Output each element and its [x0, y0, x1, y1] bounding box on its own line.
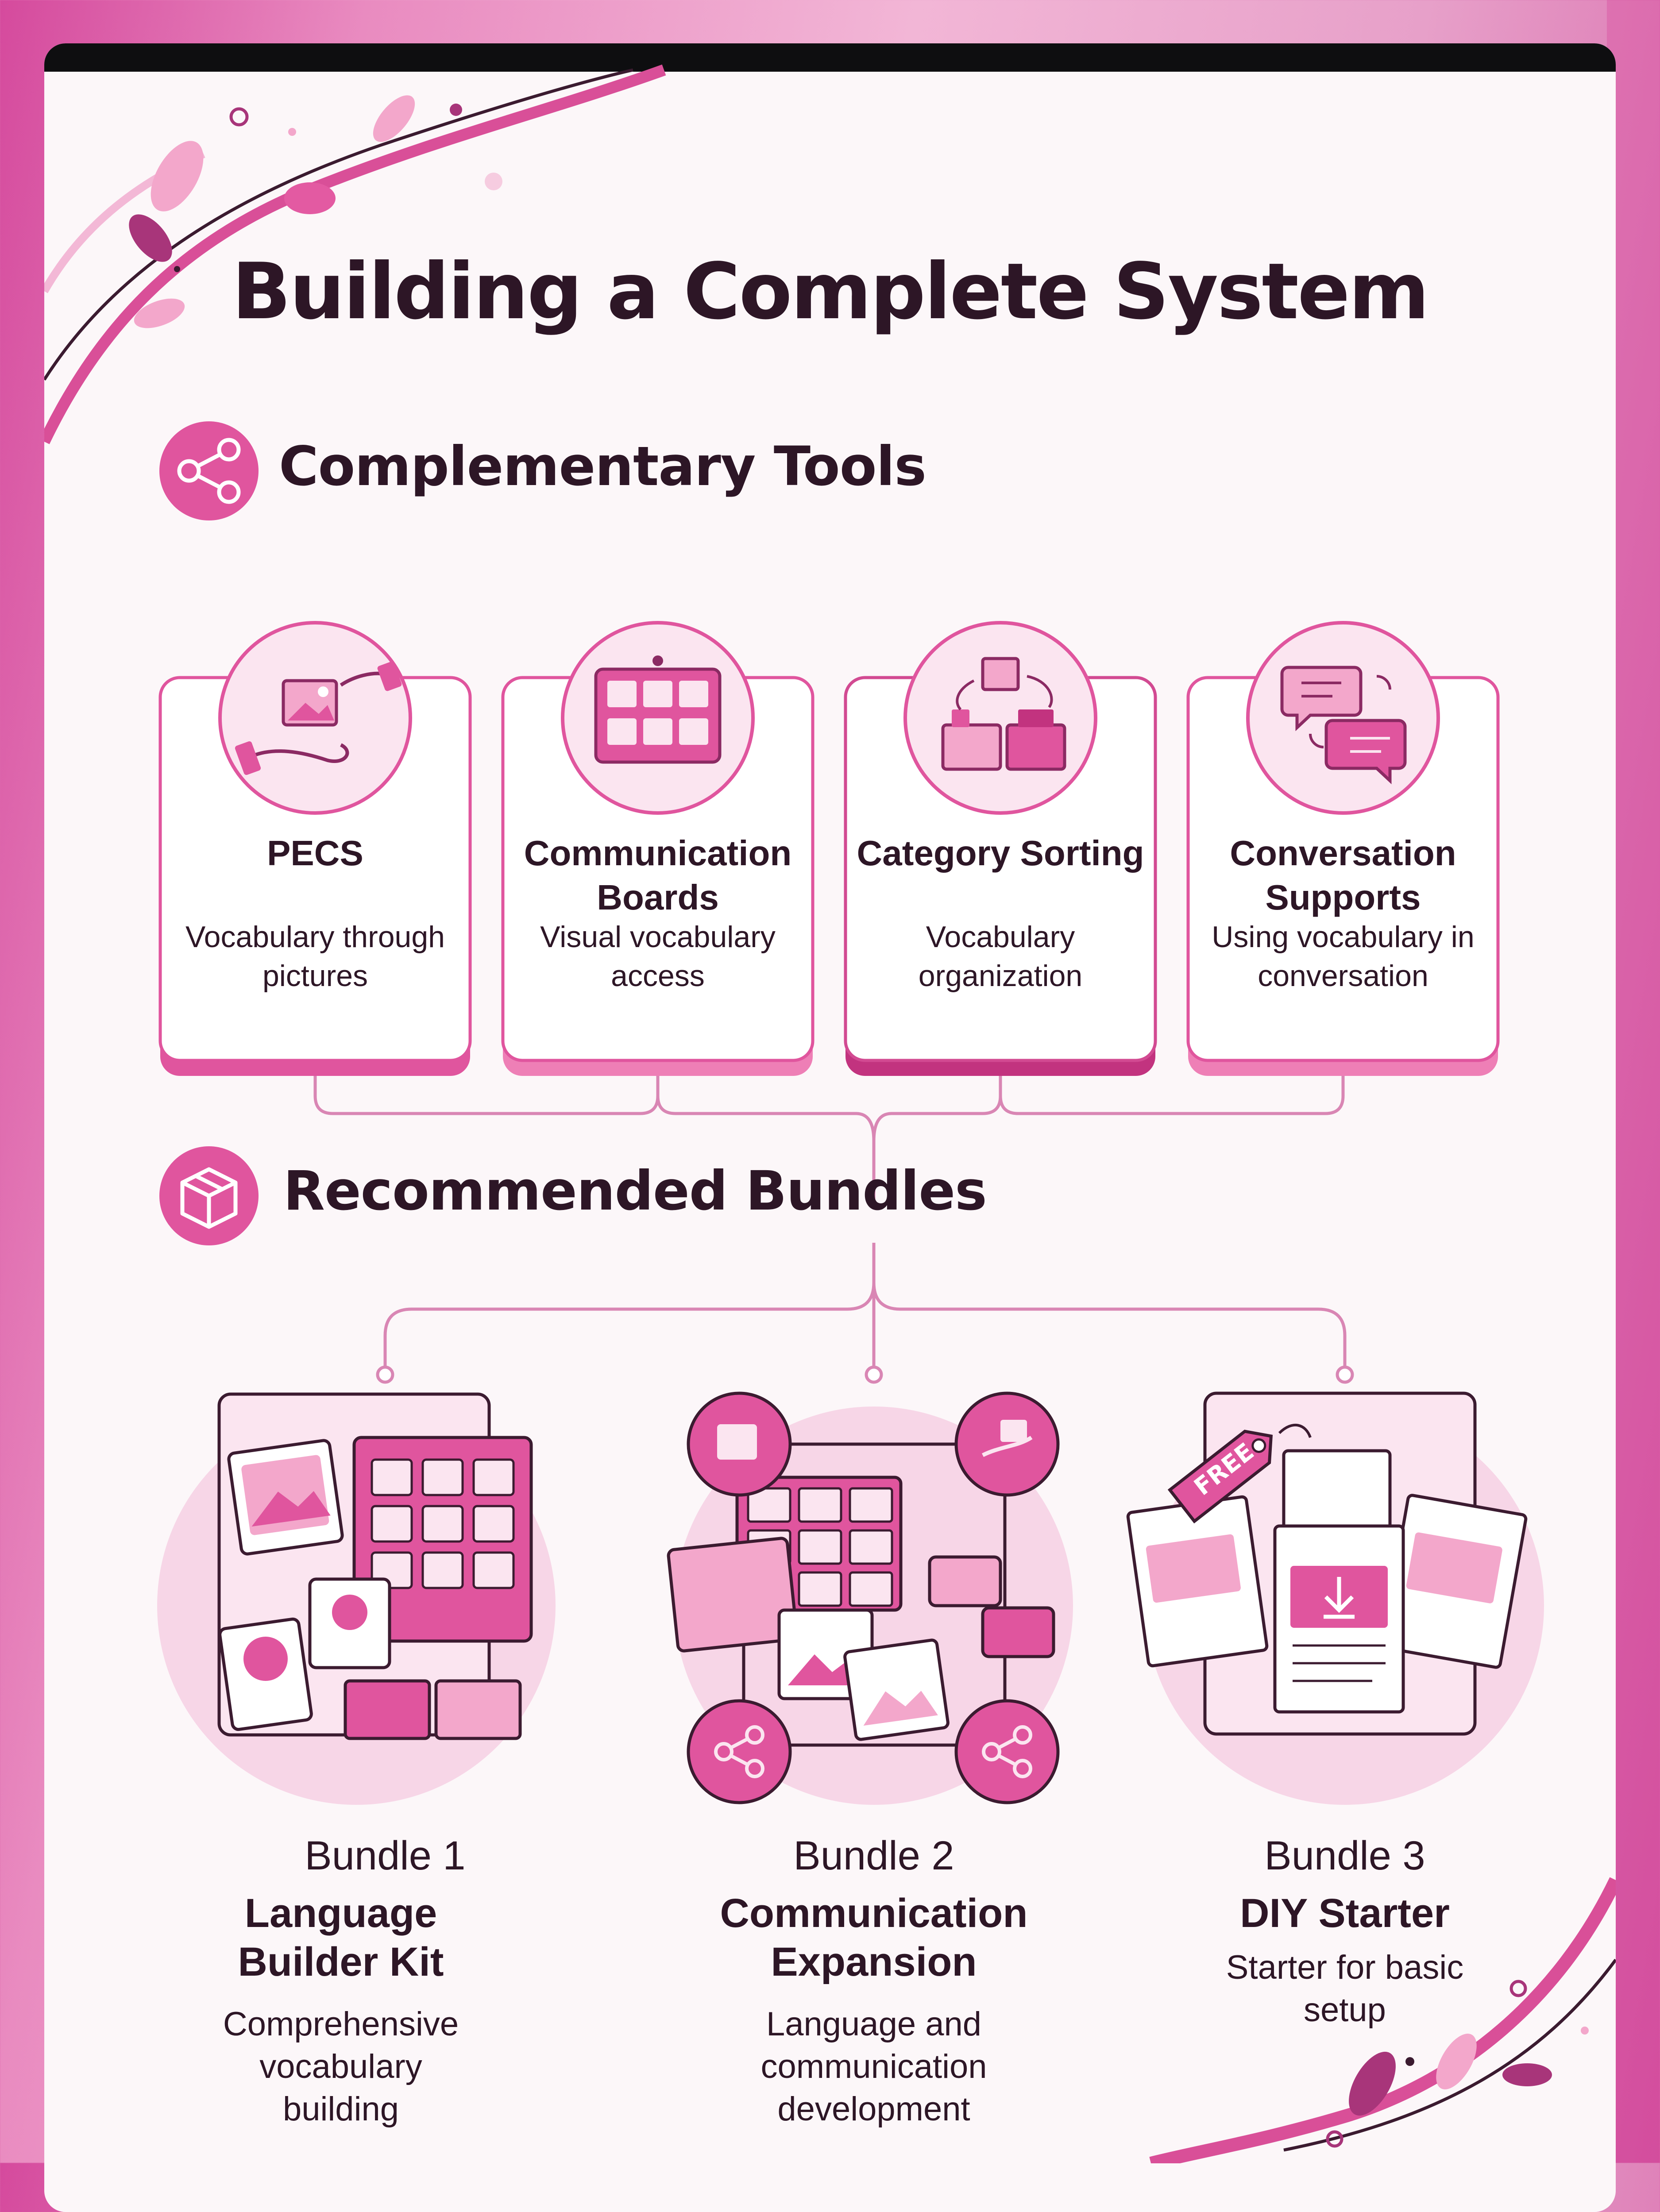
section-connectors [313, 1076, 1354, 1384]
tool-title: Category Sorting [857, 833, 1144, 873]
tool-title: Communication Boards [524, 833, 792, 917]
picture-exchange-icon [218, 621, 412, 815]
section-heading-complementary: Complementary Tools [279, 435, 927, 498]
speech-bubbles-icon [1246, 621, 1440, 815]
bundle-name: Language Builder Kit [238, 1891, 444, 1985]
vine-decoration-top-left [44, 64, 666, 444]
vine-decoration-bottom-right [1149, 1877, 1616, 2163]
tool-desc: Visual vocabulary access [540, 920, 776, 993]
tool-desc: Vocabulary organization [918, 920, 1083, 993]
infographic-card: Building a Complete System Complementary… [44, 43, 1616, 2212]
bundle-number: Bundle 1 [305, 1833, 466, 1878]
communication-board-icon [561, 621, 755, 815]
tool-desc: Vocabulary through pictures [185, 920, 445, 993]
share-icon [159, 421, 259, 520]
communication-network-illustration [667, 1391, 1073, 1805]
tool-title: PECS [267, 833, 363, 873]
card-top-bar [44, 43, 1616, 72]
section-heading-bundles: Recommended Bundles [283, 1160, 987, 1222]
page-title: Building a Complete System [232, 247, 1429, 337]
bundle-name: Communication Expansion [720, 1891, 1028, 1985]
tool-title: Conversation Supports [1230, 833, 1456, 917]
bundle-name: DIY Starter [1240, 1891, 1450, 1936]
bundle-number: Bundle 3 [1264, 1833, 1425, 1878]
bundle-desc: Comprehensive vocabulary building [223, 2005, 459, 2128]
language-kit-illustration [157, 1392, 556, 1805]
bundle-number: Bundle 2 [793, 1833, 954, 1878]
background-decor [1607, 0, 1660, 2163]
package-icon [159, 1146, 259, 1245]
sorting-bins-icon [903, 621, 1097, 815]
card-graphics [44, 64, 1616, 2163]
bundle-desc: Starter for basic setup [1226, 1949, 1464, 2029]
free-download-docs-illustration [1126, 1391, 1544, 1805]
bundle-desc: Language and communication development [761, 2005, 987, 2128]
tool-desc: Using vocabulary in conversation [1212, 920, 1475, 993]
